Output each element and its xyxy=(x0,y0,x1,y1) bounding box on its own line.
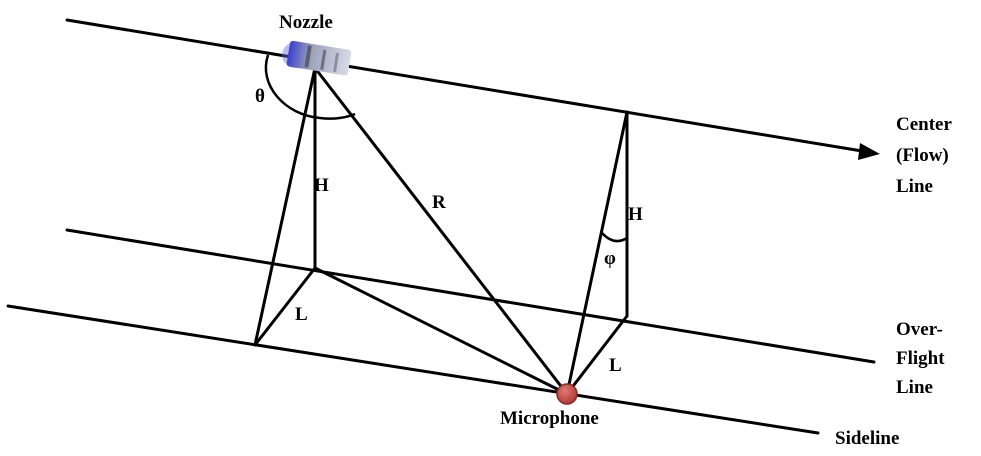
h-label-left: H xyxy=(314,175,329,196)
theta-angle-arc xyxy=(264,54,356,120)
overflight-to-microphone-line xyxy=(313,266,569,396)
phi-label: φ xyxy=(604,248,616,269)
flow-arrowhead xyxy=(858,143,880,160)
overflight-line-label-1: Over- xyxy=(896,319,943,340)
nozzle-icon xyxy=(282,40,352,76)
theta-label: θ xyxy=(255,86,265,107)
nozzle-label: Nozzle xyxy=(279,12,333,33)
center-line-label: Center (Flow) Line xyxy=(896,114,956,197)
l-label-left: L xyxy=(295,304,308,325)
l-label-right: L xyxy=(609,355,622,376)
center-line-label-3: Line xyxy=(896,176,933,197)
lateral-distance-right xyxy=(565,314,629,396)
overflight-line-label-2: Flight xyxy=(896,348,945,369)
r-distance-line xyxy=(313,66,569,396)
r-label: R xyxy=(432,192,446,213)
center-line-label-1: Center xyxy=(896,114,952,135)
center-line-label-2: (Flow) xyxy=(896,145,949,166)
lateral-distance-left xyxy=(253,266,317,347)
sideline-label: Sideline xyxy=(835,428,899,449)
microphone-icon xyxy=(556,383,578,405)
phi-angle-arc xyxy=(601,232,628,243)
overflight-line-label-3: Line xyxy=(896,377,933,398)
h-label-right: H xyxy=(628,204,643,225)
microphone-label: Microphone xyxy=(500,408,599,429)
overflight-line-label: Over- Flight Line xyxy=(896,319,949,398)
sideline xyxy=(6,304,820,435)
center-flow-line xyxy=(65,18,870,154)
overflight-line xyxy=(65,228,876,364)
right-slant-line xyxy=(565,110,629,396)
